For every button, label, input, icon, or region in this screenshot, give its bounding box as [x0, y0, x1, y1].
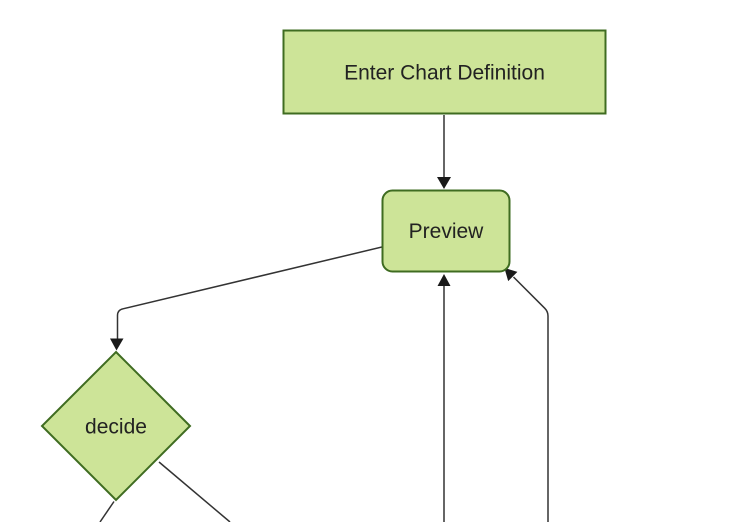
rounded-rectangle-shape: [381, 189, 511, 273]
node-label: Enter Chart Definition: [344, 62, 545, 85]
rectangle-shape: [282, 29, 607, 115]
node-enter-chart-definition: Enter Chart Definition: [282, 29, 607, 115]
edge-decide-to-offscreen-left: [99, 501, 115, 522]
edge-offscreen-to-preview-corner: [512, 276, 549, 522]
edge-layer: [99, 115, 549, 522]
node-preview: Preview: [381, 189, 511, 273]
node-label: Preview: [409, 220, 485, 243]
edge-decide-to-offscreen-right: [158, 461, 231, 522]
arrowhead-offscreen-to-preview-center: [437, 274, 451, 286]
diamond-shape: [40, 350, 192, 502]
arrowhead-preview-to-decide: [110, 338, 124, 351]
node-label: decide: [85, 416, 147, 439]
node-decide: decide: [40, 350, 192, 502]
edge-preview-to-decide: [116, 246, 383, 339]
arrowhead-enter-to-preview: [437, 177, 451, 189]
arrowhead-offscreen-to-preview-corner: [504, 267, 518, 282]
